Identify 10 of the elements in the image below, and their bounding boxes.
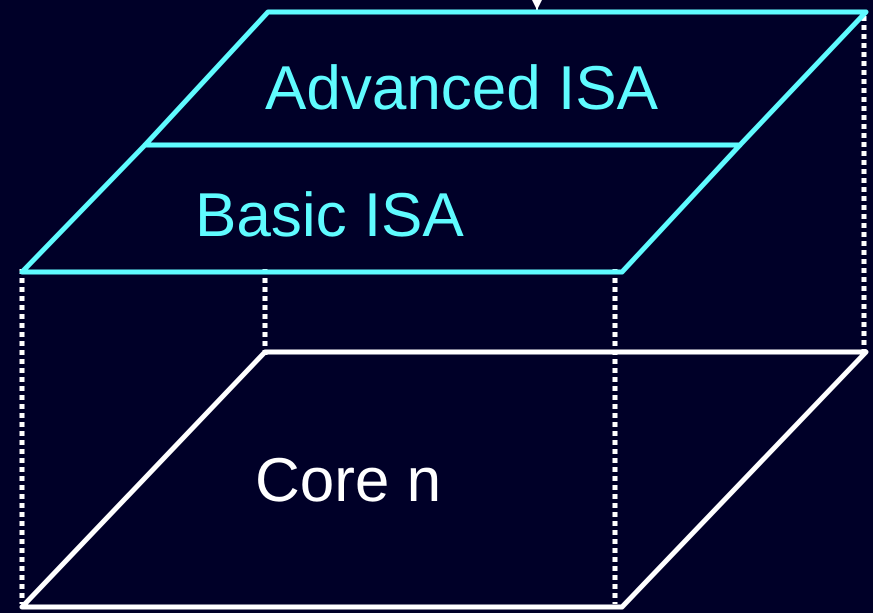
parallelogram-plane: [22, 352, 866, 607]
plane-label: Advanced ISA: [265, 58, 658, 120]
plane-label: Core n: [255, 450, 442, 512]
projection-line: [20, 269, 24, 604]
projection-line: [612, 269, 618, 604]
plane-label: Basic ISA: [195, 185, 464, 247]
parallelogram-plane: [145, 12, 866, 145]
parallelogram-plane: [22, 145, 740, 272]
projection-line: [262, 269, 268, 356]
arrow: [531, 0, 543, 10]
